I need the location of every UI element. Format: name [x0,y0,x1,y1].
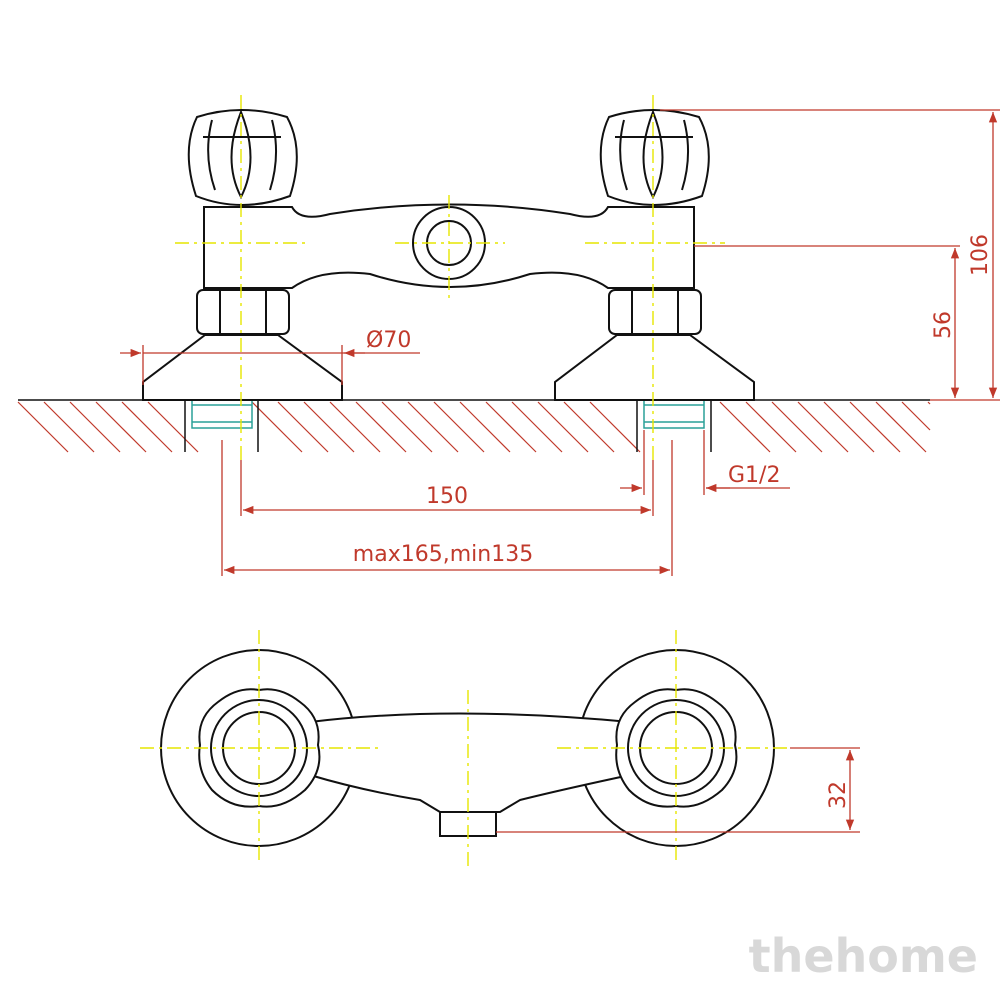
hatch-line [745,401,797,453]
axis-spacing-label: 150 [426,484,468,509]
hatch-line [901,401,931,431]
hatch-line [17,401,69,453]
outlet-offset-dimension [496,747,860,833]
hatch-line [797,401,849,453]
hatch-line [95,401,147,453]
hatch-line [277,401,329,453]
watermark-text: thehome [749,929,978,983]
connection-range-dimension [221,440,673,576]
pipe-stub-right [643,399,705,429]
hatch-line [823,401,875,453]
axis-height-label: 56 [931,311,956,339]
hatch-line [875,401,927,453]
hatch-line [511,401,563,453]
hatch-line [849,401,901,453]
hatch-line [927,401,931,405]
hatch-line [459,401,511,453]
base-diameter-dimension [120,345,420,385]
hatch-line [69,401,121,453]
outlet-offset-label: 32 [826,781,851,809]
hatch-line [771,401,823,453]
axis-spacing-dimension [240,460,654,516]
hatch-line [589,401,641,453]
hatch-line [537,401,589,453]
hatch-line [719,401,771,453]
hatch-line [433,401,485,453]
hatch-line [43,401,95,453]
height-dimensions [660,109,1000,401]
hex-nut-right [608,289,702,335]
hatch-line [251,401,303,453]
wall-flange-right [554,334,755,401]
hatch-line [329,401,381,453]
pipe-stub-left [191,399,253,429]
hatch-line [355,401,407,453]
front-centerlines [175,95,725,460]
connection-range-label: max165,min135 [353,542,533,567]
hatch-line [121,401,173,453]
hex-nut-left [196,289,290,335]
hatch-line [407,401,459,453]
top-body [309,712,631,813]
thread-dimension [620,430,790,495]
total-height-label: 106 [968,234,993,276]
hatch-line [147,401,199,453]
handle-right [599,109,710,206]
front-view: 106 56 Ø70 G1/2 150 [17,95,1000,576]
top-centerlines [140,630,790,870]
wall-hatching [17,399,931,453]
top-view: 32 [140,630,860,870]
hatch-line [303,401,355,453]
hatch-line [563,401,615,453]
base-diameter-label: Ø70 [366,328,411,353]
handle-left [187,109,298,206]
wall-flange-left [142,334,343,401]
thread-label: G1/2 [728,463,780,488]
hatch-line [485,401,537,453]
hatch-line [381,401,433,453]
